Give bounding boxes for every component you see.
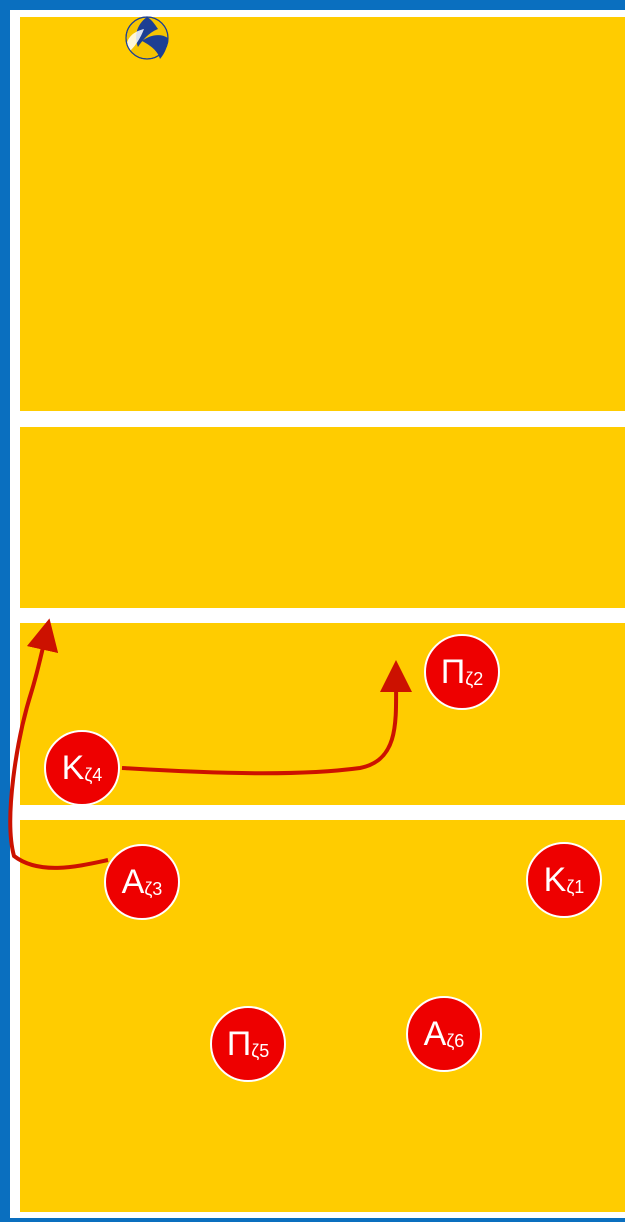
player-zone: ζ3	[144, 878, 163, 899]
player-role: Π	[226, 1025, 252, 1063]
arrow-a3-to-front-left	[8, 618, 109, 870]
court-zone-back-opponent	[20, 17, 625, 411]
player-zone: ζ2	[465, 668, 484, 689]
player-role: Κ	[61, 749, 85, 787]
player-role: Α	[121, 863, 145, 901]
player-zone: ζ6	[446, 1030, 465, 1051]
court-line-attack-opponent	[10, 411, 625, 427]
player-role: Κ	[543, 861, 567, 899]
court-border	[0, 0, 10, 1222]
player-zone: ζ5	[251, 1040, 270, 1061]
net-line	[10, 608, 625, 623]
court-line-bottom	[10, 1212, 625, 1218]
player-role: Π	[440, 653, 466, 691]
court-line-top	[10, 10, 625, 17]
court-zone-front	[20, 623, 625, 805]
player-zone: ζ4	[84, 764, 103, 785]
court-line-attack	[10, 805, 625, 820]
volleyball-icon	[125, 16, 169, 60]
arrow-k4-to-front-right	[121, 660, 413, 776]
court-zone-front-opponent	[20, 427, 625, 608]
player-role: Α	[423, 1015, 447, 1053]
player-zone: ζ1	[566, 876, 585, 897]
